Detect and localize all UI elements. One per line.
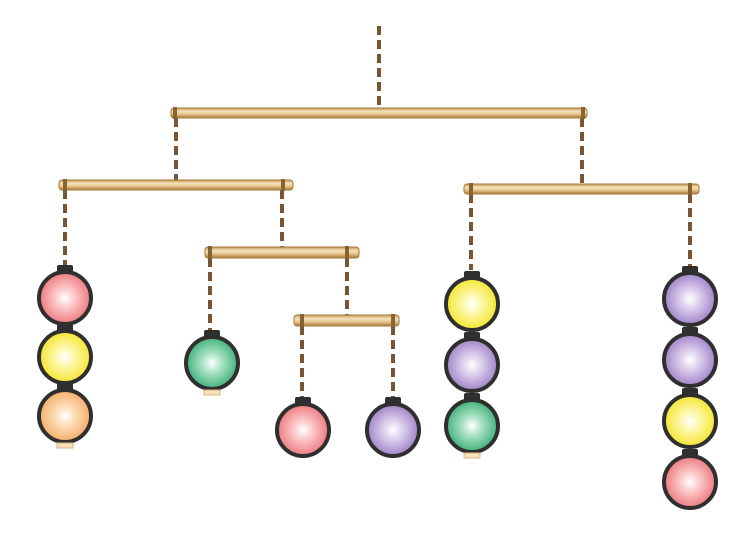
strand-inner-right [365, 397, 421, 458]
bar-inner-sub [293, 314, 400, 327]
yellow-ball [37, 329, 93, 385]
bar-top [170, 107, 588, 119]
bar-right [463, 183, 700, 195]
purple-ball [662, 332, 718, 388]
purple-ball [662, 271, 718, 327]
strings [63, 26, 692, 400]
ball-tail [203, 389, 221, 396]
orange-ball [37, 388, 93, 444]
ball-tail [56, 442, 74, 449]
strand-far-right [662, 266, 718, 510]
strand-mid-left [184, 330, 240, 396]
bars [58, 107, 700, 327]
balls [37, 265, 718, 510]
yellow-ball [444, 276, 500, 332]
green-ball [184, 335, 240, 391]
pink-ball [662, 454, 718, 510]
purple-ball [365, 402, 421, 458]
pink-ball [37, 270, 93, 326]
pink-ball [275, 402, 331, 458]
bar-left [58, 179, 294, 191]
green-ball [444, 398, 500, 454]
bar-caps [63, 107, 692, 327]
ball-tail [463, 452, 481, 459]
purple-ball [444, 337, 500, 393]
bar-left-sub [204, 246, 360, 259]
strand-mid-right [444, 271, 500, 459]
strand-far-left [37, 265, 93, 449]
yellow-ball [662, 393, 718, 449]
strand-inner-left [275, 397, 331, 458]
